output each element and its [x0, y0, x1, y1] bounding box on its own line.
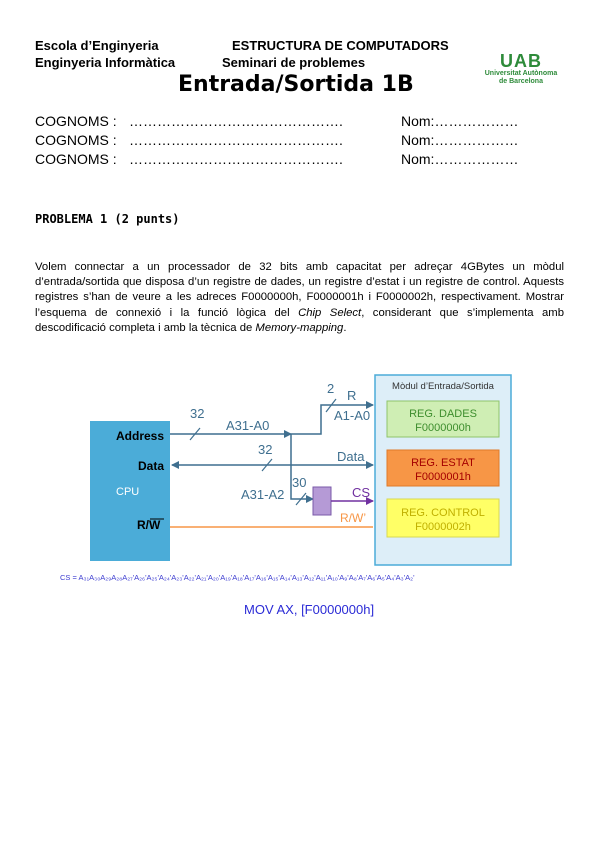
- course-name: ESTRUCTURA DE COMPUTADORS: [232, 38, 449, 53]
- rw-pin-label: R/W: [137, 518, 161, 532]
- uab-logo-line2: de Barcelona: [499, 78, 543, 85]
- seminar-name: Seminari de problemes: [222, 55, 366, 70]
- student-form: COGNOMS :……………………………………….Nom:……………… COGN…: [35, 113, 518, 170]
- instruction-example: MOV AX, [F0000000h]: [244, 602, 375, 617]
- register-address: F0000001h: [415, 471, 471, 483]
- form-row: COGNOMS : ………………………………………. Nom:………………: [35, 113, 518, 132]
- a31-a2-width: 30: [292, 475, 306, 490]
- name-label: Nom:: [401, 132, 435, 148]
- problem-term-chip-select: Chip Select: [298, 306, 362, 319]
- problem-text-3: .: [343, 321, 347, 334]
- surname-field[interactable]: ……………………………………….: [129, 151, 343, 167]
- cpu-block: [90, 421, 170, 561]
- a31-a2-slash: [295, 492, 307, 506]
- register-name: REG. CONTROL: [401, 507, 485, 519]
- form-row: COGNOMS : ………………………………………. Nom:………………: [35, 151, 518, 170]
- uab-logo-text: UAB: [500, 51, 542, 71]
- problem-text-2: , considerant que s’implementa amb desco…: [35, 306, 564, 334]
- rw-prime-label: R/W’: [340, 511, 366, 525]
- cs-label: CS: [352, 485, 370, 500]
- data-bus-slash: [261, 458, 273, 472]
- register-control: REG. CONTROL F0000002h: [386, 498, 500, 538]
- register-address: F0000002h: [415, 521, 471, 533]
- data-bus-width: 32: [258, 442, 272, 457]
- address-bus-label: A31-A0: [226, 418, 269, 433]
- cpu-label: CPU: [116, 486, 139, 498]
- register-name: REG. DADES: [409, 408, 477, 420]
- problem-term-memory-mapping: Memory-mapping: [255, 321, 344, 334]
- address-pin-label: Address: [116, 429, 164, 443]
- a1-a0-width: 2: [327, 381, 334, 396]
- surname-field[interactable]: ……………………………………….: [129, 113, 343, 129]
- name-label: Nom:: [401, 151, 435, 167]
- name-field[interactable]: ………………: [434, 113, 519, 129]
- form-row: COGNOMS : ………………………………………. Nom:………………: [35, 132, 518, 151]
- register-dades: REG. DADES F0000000h: [386, 400, 500, 438]
- cs-equation: CS = A₃₁A₃₀A₂₉A₂₈A₂₇'A₂₆'A₂₅'A₂₄'A₂₃'A₂₂…: [60, 573, 415, 582]
- address-bus-slash: [189, 427, 201, 441]
- name-field[interactable]: ………………: [434, 132, 519, 148]
- surname-label: COGNOMS :: [35, 113, 117, 129]
- a1-a0-r-label: R: [347, 388, 356, 403]
- data-pin-label: Data: [138, 459, 164, 473]
- a1-a0-slash: [325, 398, 337, 413]
- school-name: Escola d’Enginyeria: [35, 38, 159, 53]
- surname-field[interactable]: ……………………………………….: [129, 132, 343, 148]
- a31-a2-label: A31-A2: [241, 487, 284, 502]
- register-name: REG. ESTAT: [411, 457, 475, 469]
- register-address: F0000000h: [415, 422, 471, 434]
- address-bus-width: 32: [190, 406, 204, 421]
- problem-statement: Volem connectar a un processador de 32 b…: [35, 260, 564, 336]
- degree-name: Enginyeria Informàtica: [35, 55, 176, 70]
- uab-logo: UAB Universitat Autònoma de Barcelona: [478, 52, 564, 86]
- uab-logo-line1: Universitat Autònoma: [484, 70, 558, 77]
- a1-a0-label: A1-A0: [334, 408, 370, 423]
- page-title: Entrada/Sortida 1B: [178, 72, 414, 97]
- name-field[interactable]: ………………: [434, 151, 519, 167]
- surname-label: COGNOMS :: [35, 132, 117, 148]
- io-module-title: Mòdul d’Entrada/Sortida: [392, 381, 495, 392]
- data-bus-label: Data: [337, 449, 365, 464]
- a1-a0-bus: [291, 401, 374, 435]
- a31-a2-bus: [290, 434, 314, 503]
- cs-decoder: [312, 486, 332, 516]
- surname-label: COGNOMS :: [35, 151, 117, 167]
- problem-text-1: Volem connectar a un processador de 32 b…: [35, 261, 564, 319]
- problem-heading: PROBLEMA 1 (2 punts): [35, 212, 180, 226]
- name-label: Nom:: [401, 113, 435, 129]
- register-estat: REG. ESTAT F0000001h: [386, 449, 500, 487]
